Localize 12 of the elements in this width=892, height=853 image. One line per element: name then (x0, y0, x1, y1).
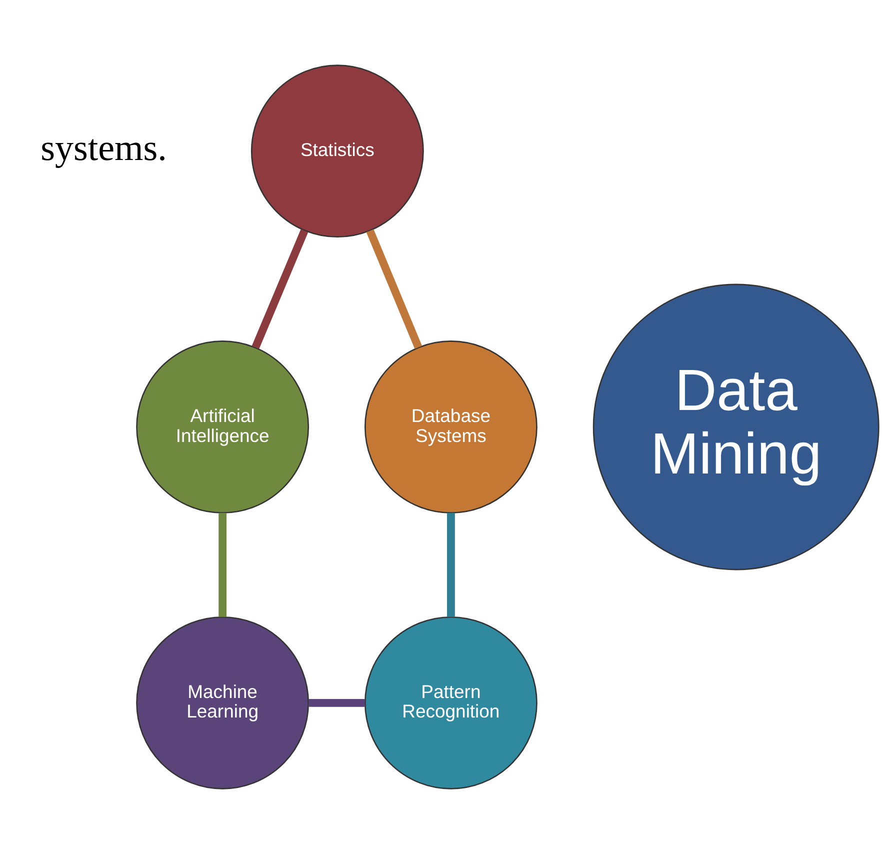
node-circle: Database Systems (364, 340, 538, 513)
connector (447, 512, 455, 616)
node-circle: Artificial Intelligence (136, 340, 310, 513)
node-circle: Data Mining (592, 283, 880, 570)
node-circle: Statistics (250, 64, 424, 238)
connector (308, 698, 365, 706)
node-circle: Pattern Recognition (364, 616, 538, 789)
connector (366, 228, 422, 348)
connector (218, 512, 227, 616)
label: systems. (40, 126, 167, 168)
connector (252, 228, 308, 348)
node-circle: Machine Learning (136, 616, 310, 789)
